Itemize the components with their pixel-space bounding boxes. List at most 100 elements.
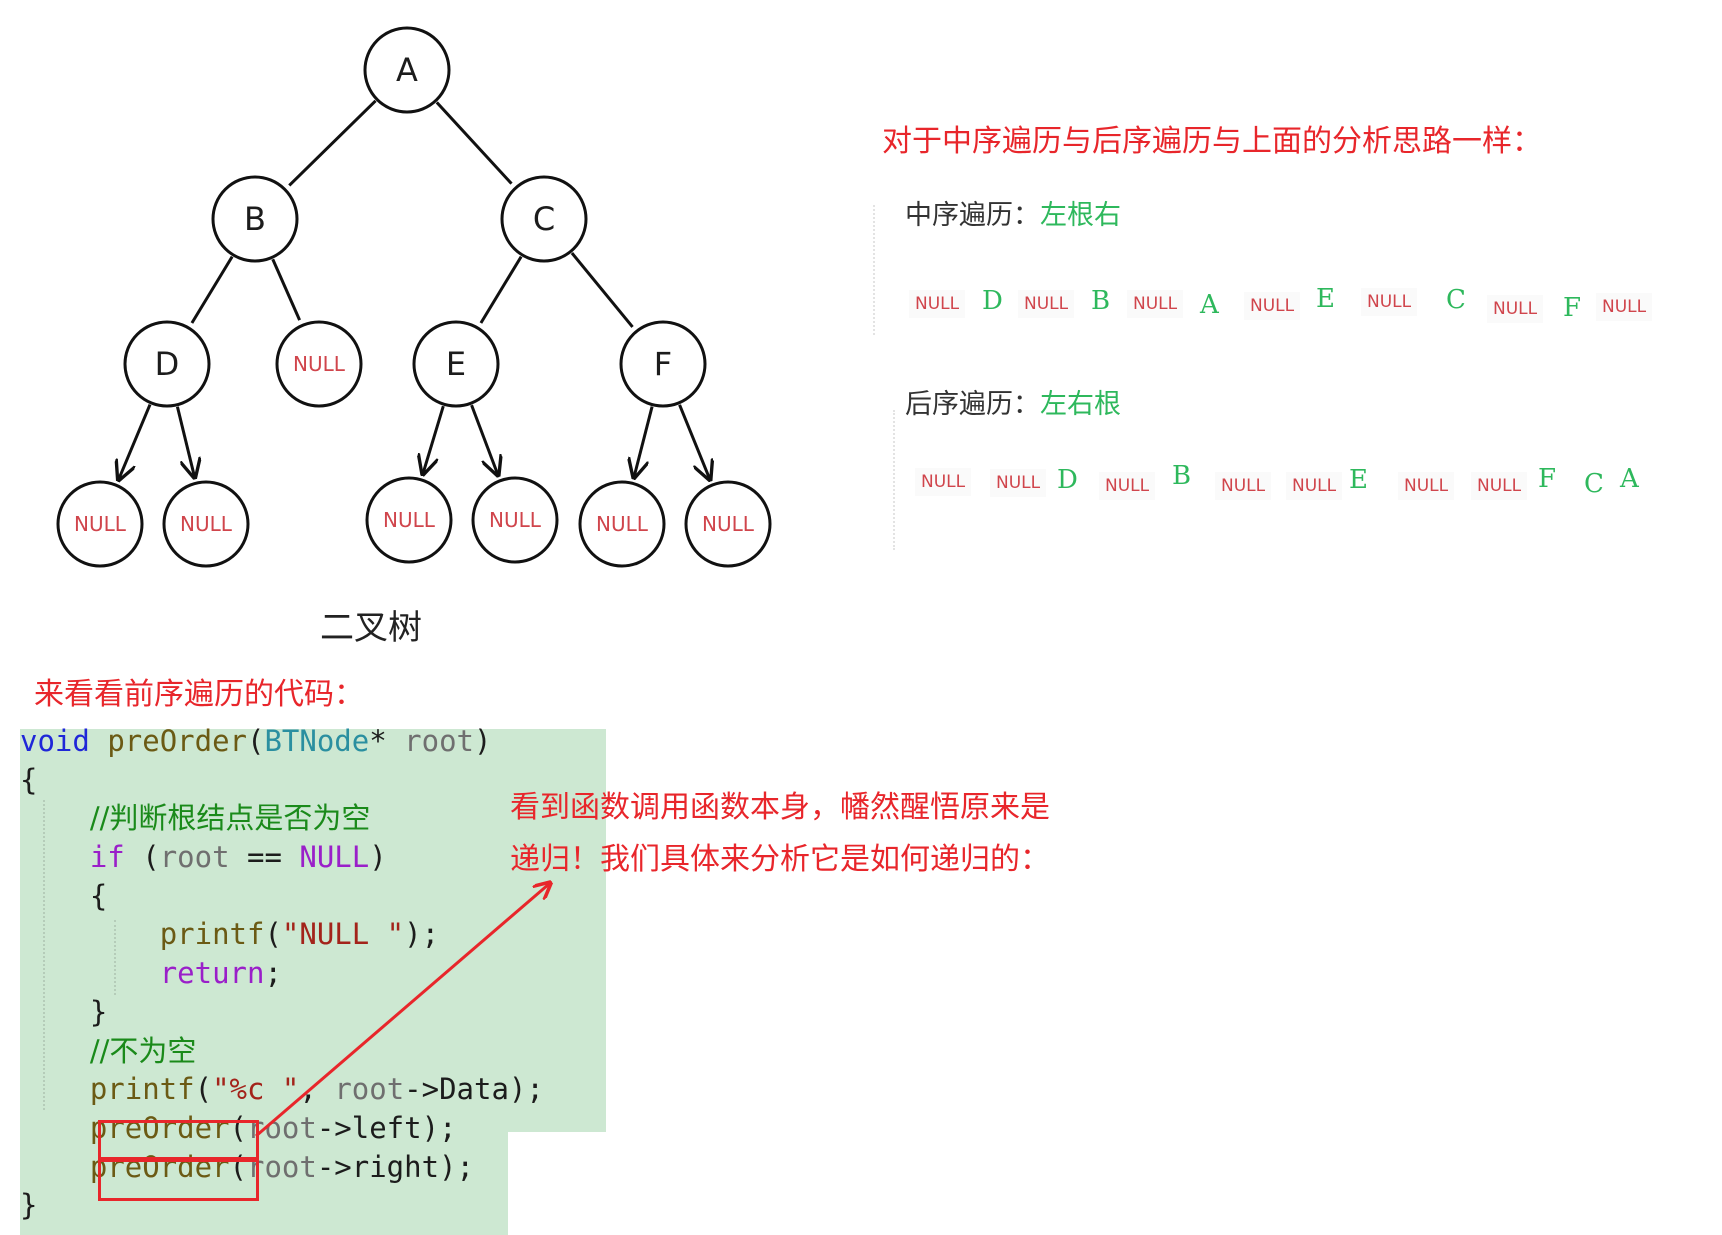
void-keyword: void bbox=[20, 724, 90, 758]
code-intro: 来看看前序遍历的代码： bbox=[34, 677, 364, 712]
tree-caption: 二叉树 bbox=[320, 608, 422, 648]
null-node-circle bbox=[56, 480, 144, 568]
inorder-rule: 左根右 bbox=[1040, 200, 1121, 231]
inorder-label: 中序遍历：左根右 bbox=[905, 193, 1121, 232]
postorder-label-text: 后序遍历： bbox=[905, 389, 1040, 420]
postorder-label: 后序遍历：左右根 bbox=[905, 382, 1121, 421]
sequence-null-token: NULL bbox=[915, 468, 972, 496]
sequence-node-token: B bbox=[1172, 461, 1192, 491]
param-root: root bbox=[334, 1072, 405, 1107]
code-line-inner-open: { bbox=[20, 877, 544, 916]
tree-node-label: F bbox=[654, 345, 672, 383]
function-name: preOrder bbox=[107, 724, 247, 758]
null-node-label: NULL bbox=[293, 352, 346, 376]
sequence-null-token: NULL bbox=[990, 469, 1047, 497]
null-node-circle bbox=[275, 320, 363, 408]
null-node-circle bbox=[365, 476, 453, 564]
pointer-star: * bbox=[369, 724, 387, 758]
postorder-rule: 左右根 bbox=[1040, 389, 1121, 420]
sequence-node-token: E bbox=[1316, 284, 1335, 314]
sequence-node-token: F bbox=[1538, 464, 1557, 494]
tree-node-label: E bbox=[446, 345, 466, 383]
semicolon: ; bbox=[264, 956, 282, 991]
null-node-label: NULL bbox=[489, 508, 542, 532]
sequence-node-token: C bbox=[1584, 469, 1604, 499]
tree-edge bbox=[423, 405, 445, 474]
if-keyword: if bbox=[89, 840, 125, 875]
tree-node-label: D bbox=[155, 345, 180, 383]
tree-node-circle bbox=[211, 175, 299, 263]
brace: { bbox=[20, 762, 38, 797]
tree-edge bbox=[470, 404, 498, 475]
recursive-call-right: preOrder bbox=[89, 1149, 230, 1184]
paren: ) bbox=[474, 724, 492, 758]
divider-line bbox=[873, 205, 875, 335]
sequence-node-token: A bbox=[1200, 290, 1219, 320]
null-node-circle bbox=[162, 480, 250, 568]
analysis-heading: 对于中序遍历与后序遍历与上面的分析思路一样： bbox=[882, 124, 1542, 159]
return-keyword: return bbox=[159, 956, 265, 991]
paren: ) bbox=[369, 840, 387, 875]
type-name: BTNode bbox=[264, 724, 370, 758]
divider-line bbox=[893, 410, 895, 550]
brace: { bbox=[89, 878, 108, 913]
code-line-printf-null: printf("NULL "); bbox=[20, 915, 544, 954]
tree-edge bbox=[271, 258, 301, 321]
paren: ( bbox=[247, 724, 265, 758]
param-root: root bbox=[404, 724, 475, 758]
null-macro: NULL bbox=[299, 840, 370, 875]
null-node-label: NULL bbox=[596, 512, 649, 536]
recursion-note-line1: 看到函数调用函数本身，幡然醒悟原来是 bbox=[510, 790, 1050, 825]
null-node-label: NULL bbox=[383, 508, 436, 532]
tree-node-circle bbox=[619, 320, 707, 408]
paren: ( bbox=[264, 917, 282, 952]
tree-edge bbox=[570, 252, 634, 328]
sequence-null-token: NULL bbox=[1487, 295, 1544, 323]
printf-call: printf bbox=[159, 917, 265, 952]
string-literal: "%c " bbox=[212, 1072, 300, 1107]
sequence-node-token: D bbox=[982, 286, 1003, 316]
tree-edge bbox=[435, 101, 513, 185]
code-line-return: return; bbox=[20, 954, 544, 993]
comment: //判断根结点是否为空 bbox=[89, 801, 371, 836]
code-line-comment-null: //判断根结点是否为空 bbox=[20, 799, 544, 838]
indent-guide bbox=[43, 800, 45, 1110]
highlight-box-left-call bbox=[98, 1120, 259, 1160]
code-line-if: if (root == NULL) bbox=[20, 838, 544, 877]
sequence-node-token: D bbox=[1057, 465, 1078, 495]
code-line-signature: void preOrder(BTNode* root) bbox=[20, 722, 544, 761]
tree-node-label: A bbox=[396, 51, 418, 89]
tree-edge bbox=[634, 406, 654, 478]
sequence-node-token: F bbox=[1563, 293, 1582, 323]
sequence-node-token: E bbox=[1349, 465, 1368, 495]
sequence-null-token: NULL bbox=[1099, 472, 1156, 500]
equals-operator: == bbox=[229, 840, 300, 875]
string-literal: "NULL " bbox=[281, 917, 405, 952]
paren: ( bbox=[124, 840, 160, 875]
member-access: ->left); bbox=[316, 1110, 457, 1145]
null-node-label: NULL bbox=[180, 512, 233, 536]
null-node-label: NULL bbox=[702, 512, 755, 536]
tree-edge bbox=[119, 404, 152, 480]
brace: } bbox=[89, 994, 108, 1029]
paren: ( bbox=[229, 1110, 247, 1145]
null-node-circle bbox=[471, 476, 559, 564]
null-node-circle bbox=[578, 480, 666, 568]
recursion-note: 看到函数调用函数本身，幡然醒悟原来是 递归！我们具体来分析它是如何递归的： bbox=[510, 782, 1050, 886]
tree-node-label: C bbox=[533, 200, 555, 238]
sequence-null-token: NULL bbox=[1215, 472, 1272, 500]
sequence-null-token: NULL bbox=[1361, 288, 1418, 316]
member-access: ->Data); bbox=[404, 1072, 544, 1107]
comment: //不为空 bbox=[89, 1033, 197, 1068]
recursion-note-line2: 递归！我们具体来分析它是如何递归的： bbox=[510, 842, 1050, 877]
sequence-null-token: NULL bbox=[1471, 472, 1528, 500]
highlight-box-right-call bbox=[98, 1159, 259, 1201]
sequence-null-token: NULL bbox=[1127, 290, 1184, 318]
sequence-null-token: NULL bbox=[1398, 472, 1455, 500]
sequence-null-token: NULL bbox=[1018, 290, 1075, 318]
paren: ( bbox=[194, 1072, 213, 1107]
sequence-node-token: C bbox=[1446, 285, 1466, 315]
sequence-null-token: NULL bbox=[909, 290, 966, 318]
printf-call: printf bbox=[89, 1072, 195, 1107]
